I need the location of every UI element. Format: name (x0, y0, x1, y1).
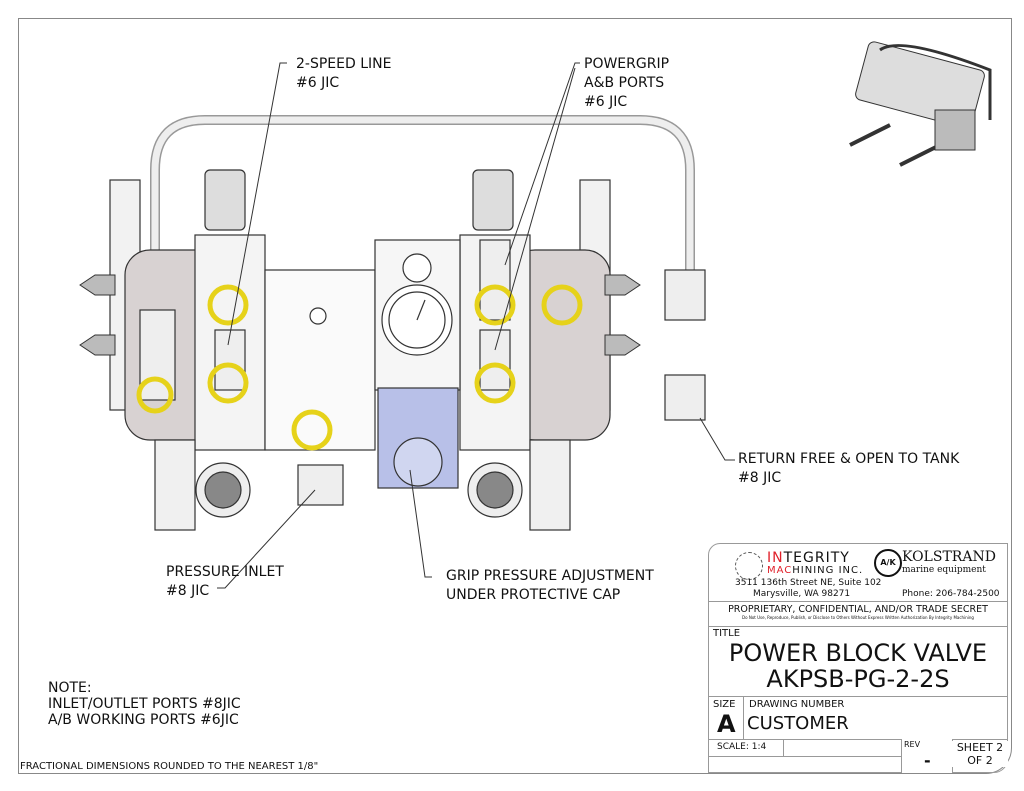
callout-text: 2-SPEED LINE (296, 56, 392, 72)
drawing-number: CUSTOMER (747, 713, 849, 734)
sheet-total: OF 2 (967, 754, 993, 767)
isometric-view (849, 41, 992, 167)
rev-label: REV (904, 740, 921, 749)
company-row: INTEGRITY MACHINING INC. A/K KOLSTRAND m… (709, 544, 1007, 602)
size-value: A (717, 710, 736, 738)
phone: Phone: 206-784-2500 (902, 589, 1000, 599)
scale-row: SCALE: 1:4 (709, 739, 1007, 757)
callout-powergrip: POWERGRIP A&B PORTS #6 JIC (584, 55, 669, 112)
ak-logo-small (402, 253, 432, 283)
callout-pressure-inlet: PRESSURE INLET #8 JIC (166, 563, 284, 601)
title-block: INTEGRITY MACHINING INC. A/K KOLSTRAND m… (708, 543, 1008, 773)
address-1: 3511 136th Street NE, Suite 102 (735, 578, 882, 588)
kolstrand-logo: A/K (874, 549, 902, 577)
callout-text: #6 JIC (296, 75, 340, 91)
scale: SCALE: 1:4 (717, 742, 767, 752)
callout-text: RETURN FREE & OPEN TO TANK (738, 451, 960, 467)
address-2: Marysville, WA 98271 (753, 589, 851, 599)
disclaimer: Do Not Use, Reproduce, Publish, or Discl… (742, 615, 974, 620)
pressure-inlet-fitting (297, 464, 344, 506)
proprietary: PROPRIETARY, CONFIDENTIAL, AND/OR TRADE … (728, 604, 988, 615)
size-row: SIZE A DRAWING NUMBER CUSTOMER (709, 696, 1007, 740)
callout-grip-adjust: GRIP PRESSURE ADJUSTMENT UNDER PROTECTIVE… (446, 567, 654, 605)
partner-name: KOLSTRAND (902, 549, 996, 565)
callout-text: A&B PORTS (584, 75, 665, 91)
callout-text: POWERGRIP (584, 56, 670, 72)
rev-cell: REV - (901, 739, 953, 773)
sheet-border (18, 18, 1012, 774)
callout-text: GRIP PRESSURE ADJUSTMENT (446, 568, 654, 584)
proprietary-row: PROPRIETARY, CONFIDENTIAL, AND/OR TRADE … (709, 601, 1007, 627)
callout-text: #8 JIC (738, 470, 782, 486)
callout-text: UNDER PROTECTIVE CAP (446, 587, 621, 603)
callout-text: PRESSURE INLET (166, 564, 284, 580)
return-fitting (664, 269, 706, 321)
callout-text: #6 JIC (584, 94, 628, 110)
drawing-number-label: DRAWING NUMBER (749, 699, 845, 710)
integrity-logo (735, 552, 763, 580)
note-text: A/B WORKING PORTS #6JIC (48, 712, 239, 728)
company-name: INTEGRITY (767, 550, 850, 566)
note-text: INLET/OUTLET PORTS #8JIC (48, 696, 241, 712)
rev-value: - (924, 751, 931, 770)
callout-text: #8 JIC (166, 583, 210, 599)
right-solenoid (472, 169, 514, 231)
partner-sub: marine equipment (902, 565, 986, 575)
sheet-number: SHEET 2 (956, 741, 1004, 754)
note-text: NOTE: (48, 680, 92, 696)
footer-note: FRACTIONAL DIMENSIONS ROUNDED TO THE NEA… (20, 761, 319, 772)
callout-two-speed-line: 2-SPEED LINE #6 JIC (296, 55, 391, 93)
callout-return: RETURN FREE & OPEN TO TANK #8 JIC (738, 450, 959, 488)
center-block (264, 269, 376, 451)
left-solenoid (204, 169, 246, 231)
title-label: TITLE (713, 628, 741, 639)
size-label: SIZE (713, 699, 736, 710)
company-name-2: MACHINING INC. (767, 565, 864, 576)
